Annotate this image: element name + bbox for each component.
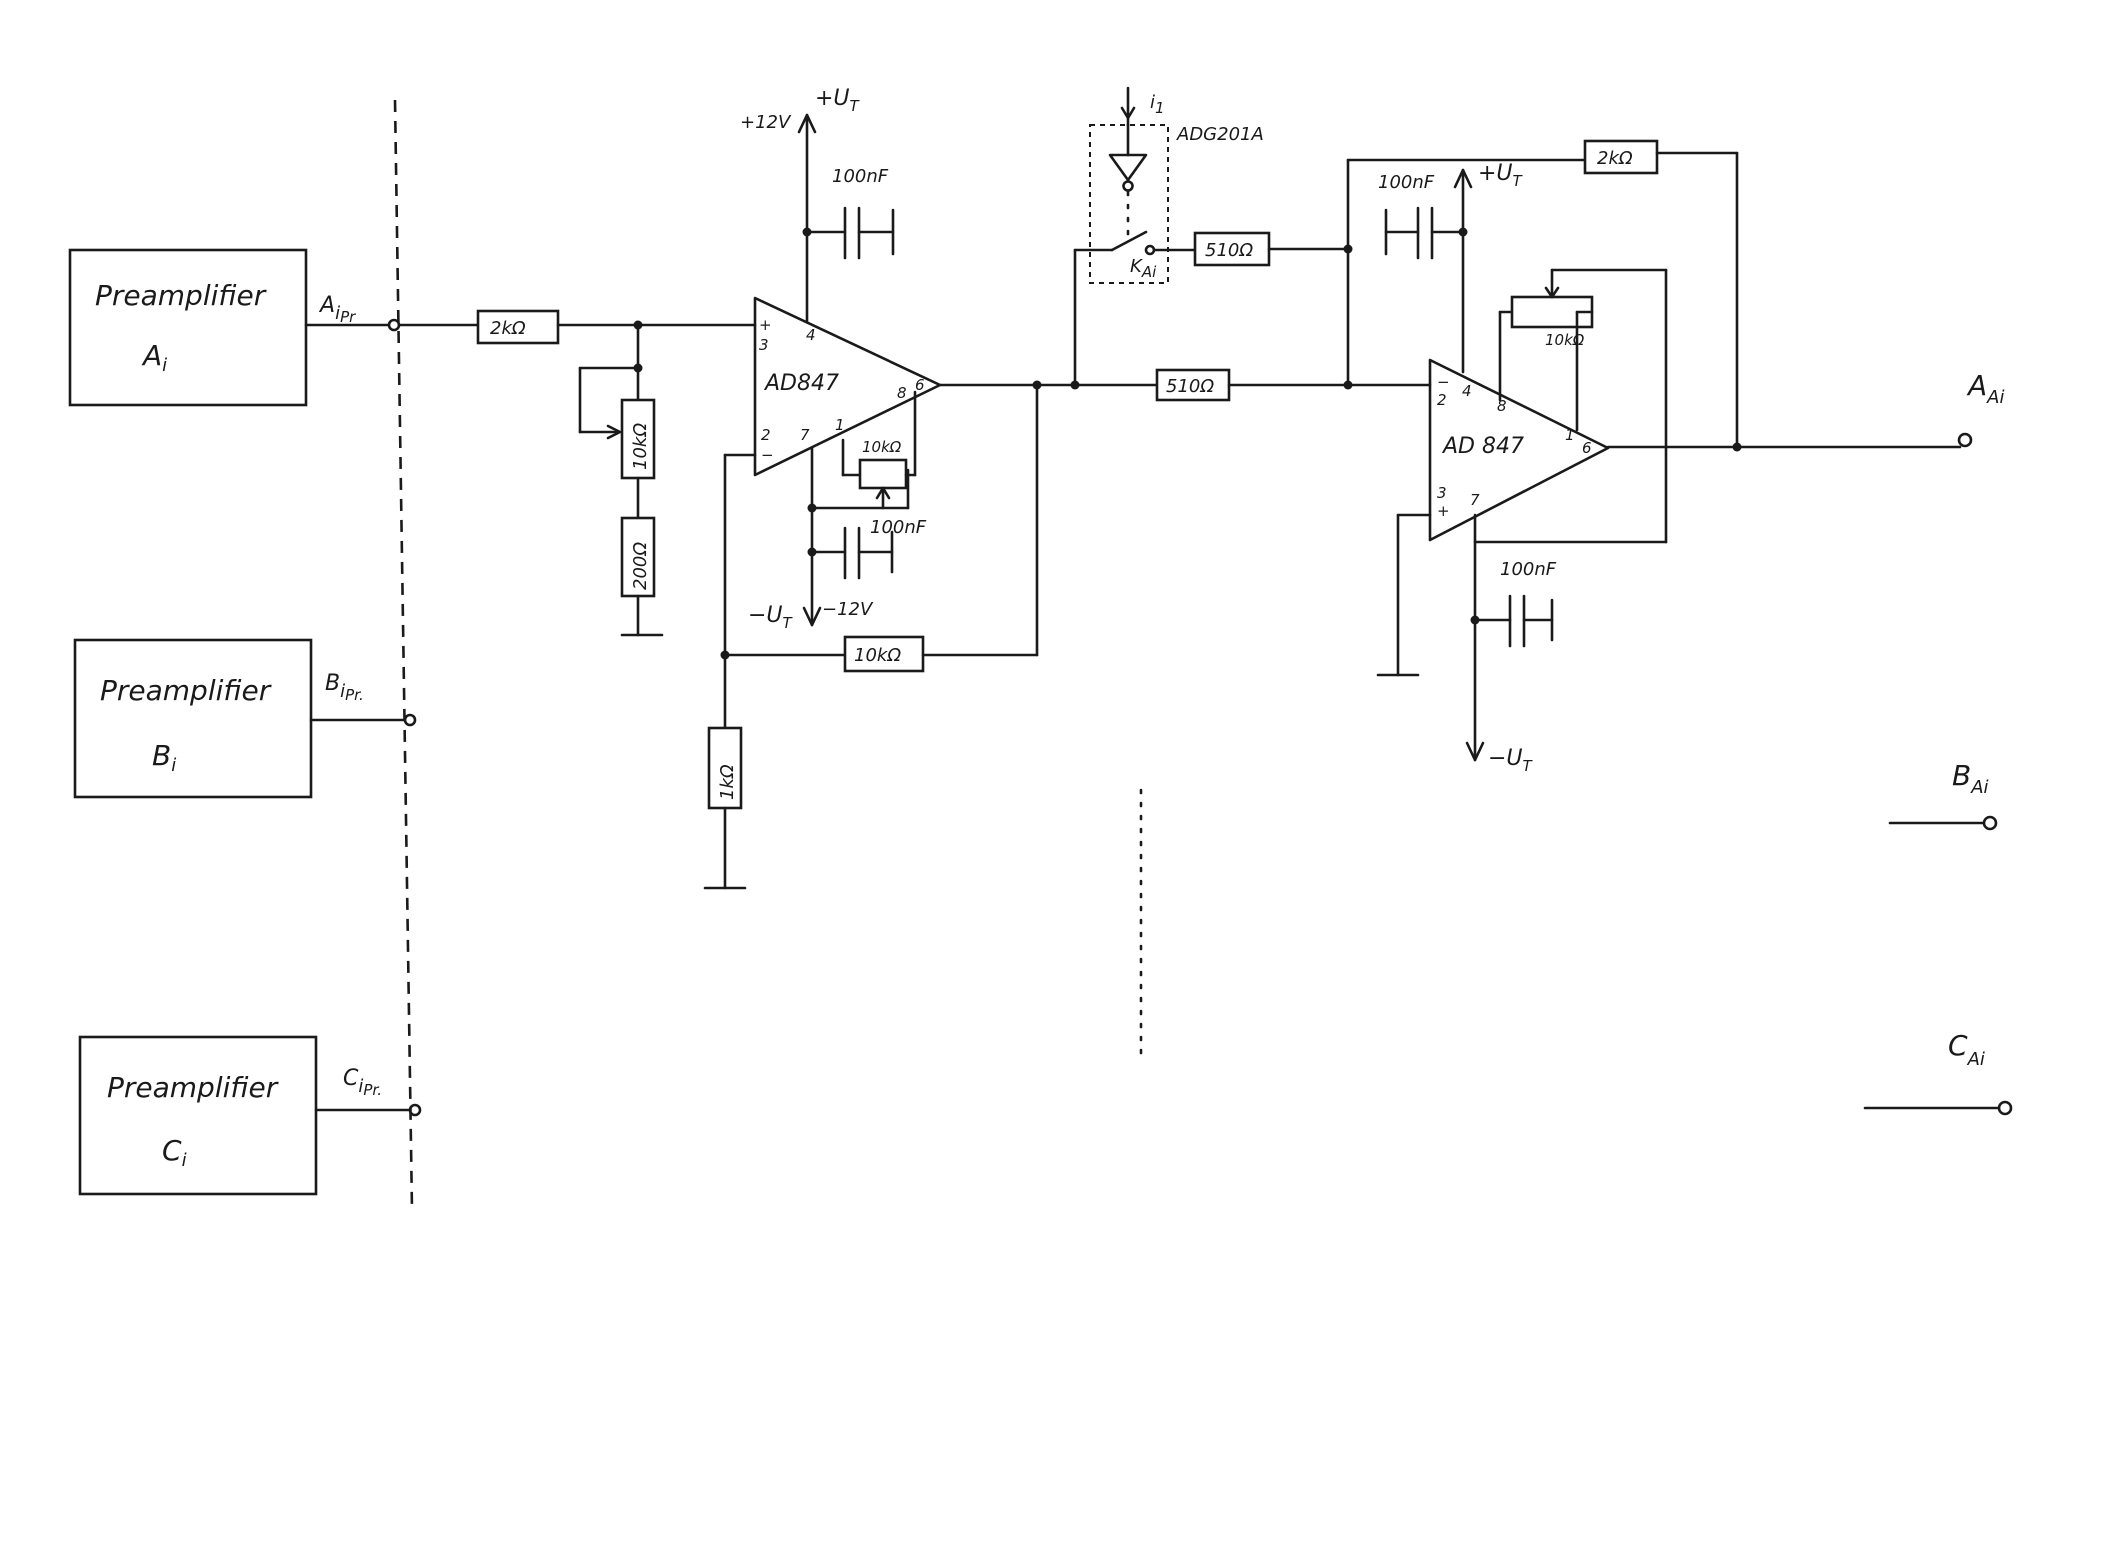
- preamp-b-output-label: BiPr.: [325, 671, 364, 704]
- switch-series-resistor-label: 510Ω: [1205, 240, 1253, 261]
- svg-text:6: 6: [915, 376, 925, 394]
- stage2-input-resistor-label: 510Ω: [1166, 376, 1214, 397]
- output-b-label: BAi: [1952, 759, 1989, 798]
- output-c-label: CAi: [1948, 1029, 1985, 1070]
- switch-key-label: KAi: [1130, 256, 1157, 281]
- switch-series-resistor: [1193, 231, 1271, 267]
- stage1-ground-resistor-label: 1kΩ: [717, 764, 738, 800]
- output-c-terminal: [1997, 1100, 2013, 1116]
- preamp-c-title: Preamplifier: [107, 1071, 279, 1104]
- switch-driver-inverter: [1108, 153, 1148, 182]
- preamp-c-output-label: CiPr.: [343, 1066, 382, 1099]
- preamp-a-title: Preamplifier: [95, 279, 267, 312]
- stage2-vplus-rail: +UT: [1478, 161, 1524, 190]
- stage1-gain-pot-label: 10kΩ: [630, 423, 651, 470]
- preamp-b-channel: Bi: [152, 739, 176, 776]
- svg-text:7: 7: [800, 426, 810, 444]
- output-a-label: AAi: [1966, 369, 2004, 408]
- svg-text:1: 1: [1565, 426, 1575, 444]
- preamp-b-title: Preamplifier: [100, 674, 272, 707]
- preamp-c-block: Preamplifier Ci: [78, 1035, 318, 1196]
- terminal-b-pr: [403, 713, 417, 727]
- stage1-opamp: [753, 296, 942, 477]
- svg-text:8: 8: [897, 384, 907, 402]
- stage1-gain-pot: [620, 398, 656, 480]
- svg-text:3: 3: [759, 336, 769, 354]
- svg-text:1: 1: [835, 416, 845, 434]
- stage1-vplus-volt: +12V: [740, 112, 792, 133]
- output-a-terminal: [1957, 432, 1973, 448]
- stage1-vminus-volt: −12V: [822, 599, 874, 620]
- switch-contact: [1110, 230, 1148, 252]
- stage1-offset-pot-label: 10kΩ: [862, 438, 902, 456]
- preamp-b-block: Preamplifier Bi: [73, 638, 313, 799]
- svg-text:4: 4: [1462, 382, 1472, 400]
- preamp-a-channel: Ai: [141, 339, 167, 376]
- svg-text:+: +: [759, 316, 772, 334]
- adg201a-label: ADG201A: [1176, 124, 1264, 145]
- preamp-a-block: Preamplifier Ai: [68, 248, 308, 407]
- svg-text:7: 7: [1470, 491, 1480, 509]
- stage2-opamp-label: AD 847: [1441, 434, 1524, 459]
- stage2-bottom-cap-label: 100nF: [1500, 559, 1557, 580]
- stage2-feedback-resistor: [1583, 139, 1659, 175]
- stage1-series-resistor-label: 200Ω: [630, 542, 651, 590]
- output-b-terminal: [1982, 815, 1998, 831]
- stage1-bottom-cap-label: 100nF: [870, 517, 927, 538]
- svg-text:2: 2: [761, 426, 771, 444]
- svg-text:3: 3: [1437, 484, 1447, 502]
- switch-control-label: i1: [1150, 92, 1165, 117]
- adg201a-package: [1089, 124, 1169, 284]
- stage1-opamp-label: AD847: [763, 371, 839, 396]
- stage2-offset-pot-label: 10kΩ: [1545, 331, 1585, 349]
- svg-text:+: +: [1437, 502, 1450, 520]
- svg-text:4: 4: [806, 326, 816, 344]
- svg-text:−: −: [761, 446, 774, 464]
- stage1-ground-resistor: [707, 726, 743, 810]
- stage1-vminus-rail: −UT: [748, 603, 794, 632]
- stage1-offset-pot: [858, 458, 908, 490]
- stage2-vminus-rail: −UT: [1488, 746, 1534, 775]
- preamp-a-output-label: AiPr: [318, 293, 356, 326]
- preamp-c-channel: Ci: [162, 1134, 187, 1171]
- stage1-input-resistor-label: 2kΩ: [490, 318, 526, 339]
- stage2-top-cap-label: 100nF: [1378, 172, 1435, 193]
- board-boundary-line: [393, 99, 414, 1211]
- svg-text:6: 6: [1582, 439, 1592, 457]
- stage2-feedback-resistor-label: 2kΩ: [1597, 148, 1633, 169]
- stage1-feedback-resistor-label: 10kΩ: [854, 645, 901, 666]
- stage2-opamp: [1428, 358, 1610, 542]
- stage1-input-resistor: [476, 309, 560, 345]
- svg-text:−: −: [1437, 373, 1450, 391]
- stage1-top-cap-label: 100nF: [832, 166, 889, 187]
- svg-text:2: 2: [1437, 391, 1447, 409]
- stage1-vplus-rail: +UT: [815, 86, 861, 115]
- svg-text:8: 8: [1497, 397, 1507, 415]
